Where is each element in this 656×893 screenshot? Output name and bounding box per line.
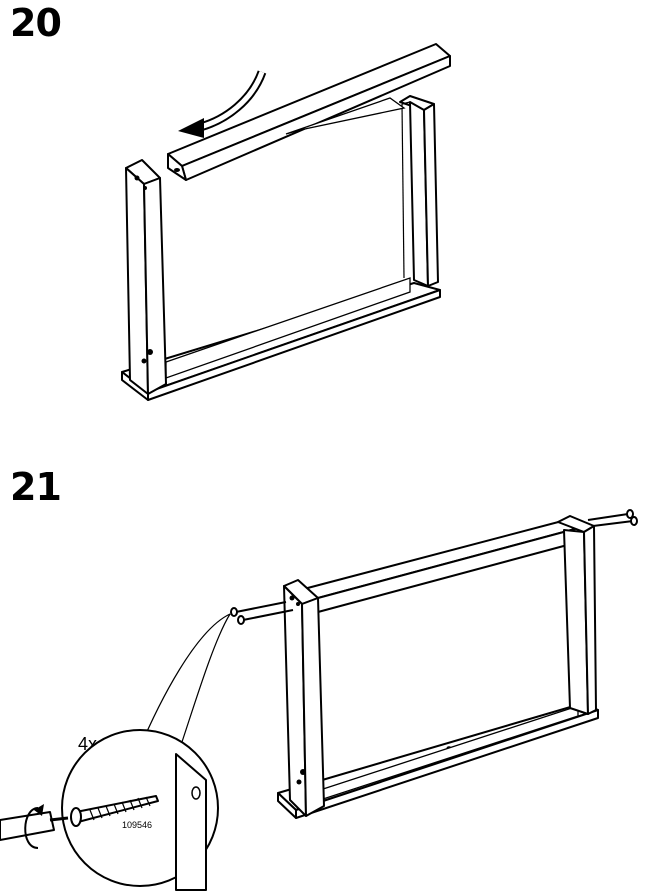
rotation-arrow-icon [34, 804, 44, 816]
top-board [167, 43, 451, 181]
bottom-rail [165, 277, 411, 379]
base-plank [121, 282, 441, 401]
screw-icon [230, 601, 294, 625]
bottom-rail [319, 705, 579, 801]
curved-arrow-icon [178, 70, 267, 138]
top-rail [299, 519, 587, 599]
left-side-post [283, 579, 325, 817]
step-20-illustration [121, 43, 451, 401]
step-21-illustration: 109546 [0, 509, 638, 891]
detail-callout: 109546 [61, 729, 219, 891]
screw-icon [587, 509, 638, 527]
left-side-post [125, 159, 167, 395]
step-number-20: 20 [10, 1, 62, 45]
right-side-post [399, 95, 439, 287]
article-number: 109546 [122, 820, 152, 830]
step-number-21: 21 [10, 465, 62, 509]
right-side-post [557, 515, 597, 715]
screwdriver-icon [0, 804, 69, 849]
screw-icon [70, 795, 159, 827]
